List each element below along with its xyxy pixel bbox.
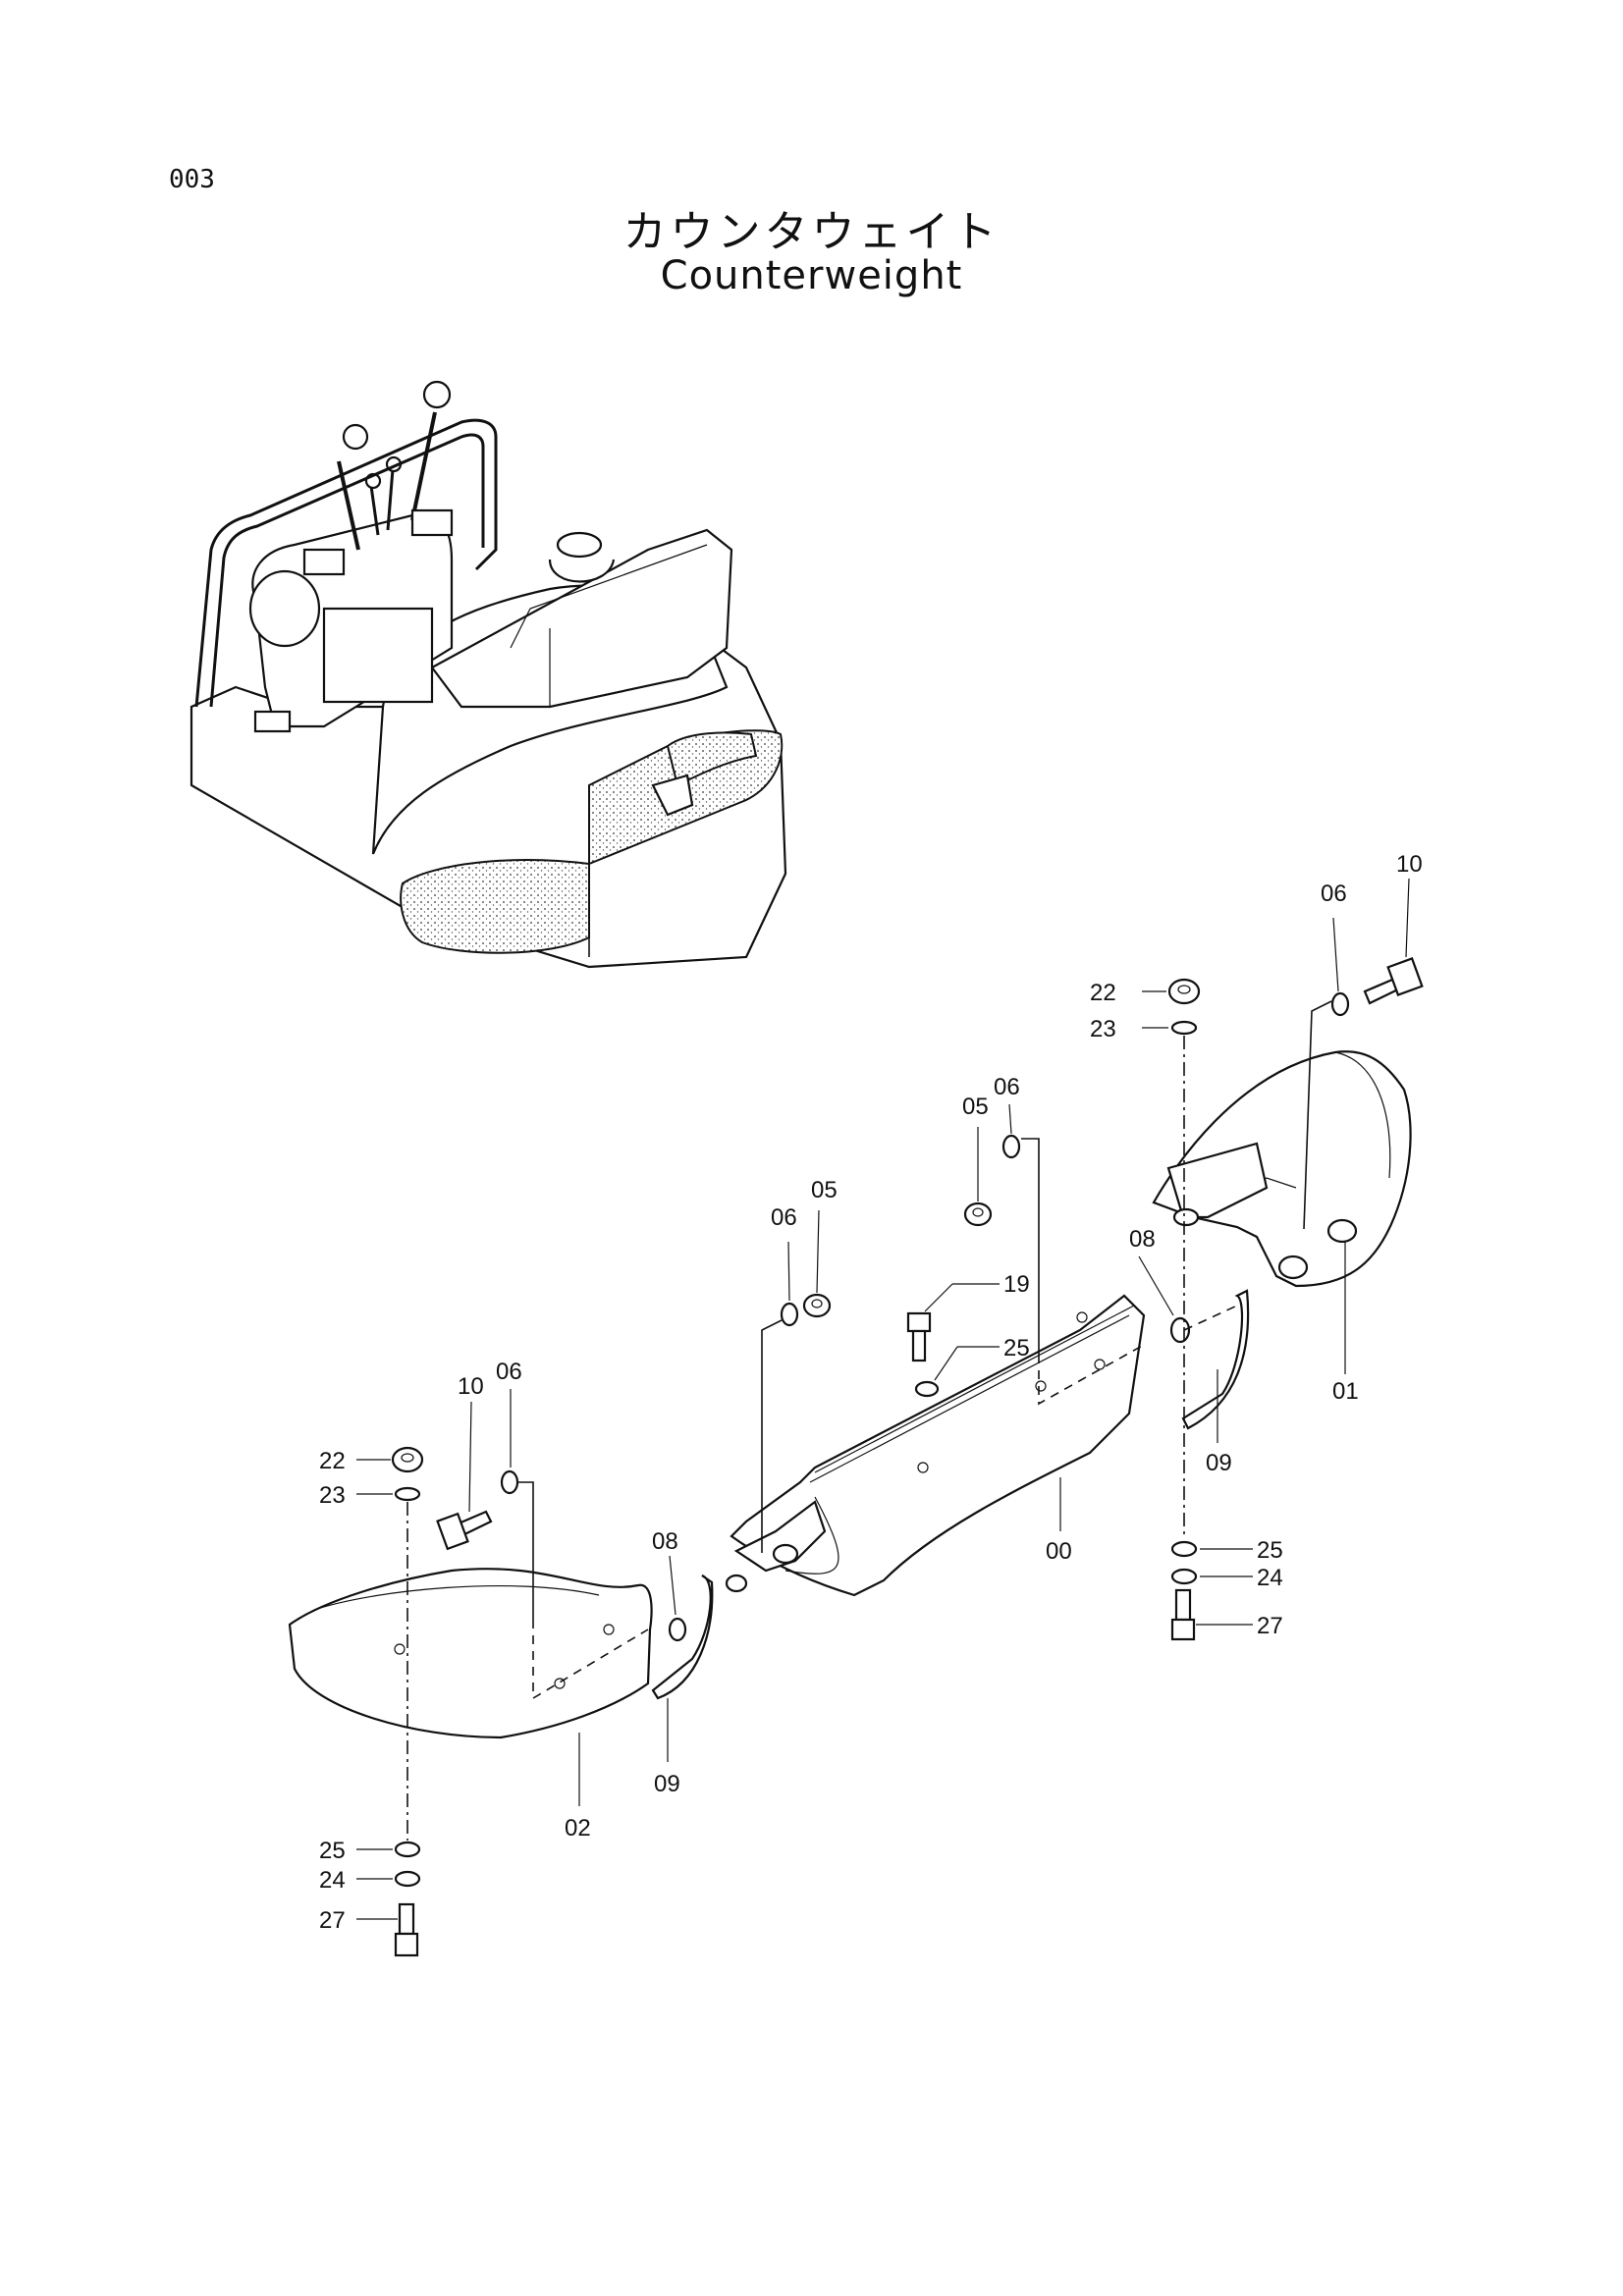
callout-00: 00 [1046, 1538, 1072, 1565]
machine-overview-illustration [189, 380, 787, 969]
washer-23-left [394, 1486, 421, 1502]
leader-lines [356, 878, 1410, 1920]
washer-06-upper [1001, 1134, 1021, 1159]
washer-23-right [1170, 1020, 1198, 1036]
callout-22-right: 22 [1090, 980, 1116, 1006]
bolt-27-right [1170, 1588, 1196, 1641]
title-japanese: カウンタウェイト [622, 207, 1001, 257]
washer-25-left [394, 1841, 421, 1858]
callout-06-left: 06 [496, 1359, 522, 1385]
callout-27-right: 27 [1257, 1613, 1283, 1639]
callout-25-right: 25 [1257, 1537, 1283, 1564]
callout-06-mid: 06 [771, 1204, 797, 1231]
washer-06-left [500, 1469, 519, 1495]
callout-02: 02 [565, 1815, 591, 1842]
washer-06-right [1330, 991, 1350, 1017]
part-02-left-counterweight [288, 1568, 653, 1739]
callout-06-upper: 06 [994, 1074, 1020, 1100]
washer-06-mid [780, 1302, 799, 1327]
callout-05-upper: 05 [962, 1094, 989, 1120]
bolt-10-left [436, 1510, 493, 1551]
callout-22-left: 22 [319, 1448, 346, 1474]
nut-22-left [391, 1446, 424, 1473]
callout-23-left: 23 [319, 1482, 346, 1509]
callout-27-left: 27 [319, 1907, 346, 1934]
washer-24-left [394, 1870, 421, 1888]
callout-09-left: 09 [654, 1771, 680, 1797]
part-00-center-counterweight [725, 1294, 1146, 1597]
callout-10-right: 10 [1396, 851, 1423, 878]
nut-05-upper [963, 1201, 993, 1227]
washer-24-right [1170, 1568, 1198, 1585]
callout-24-right: 24 [1257, 1565, 1283, 1591]
nut-22-right [1167, 978, 1201, 1005]
washer-08-left [668, 1617, 687, 1642]
callout-25-center: 25 [1003, 1335, 1030, 1362]
bolt-10-right [1363, 957, 1424, 1005]
strip-09-right [1181, 1289, 1250, 1430]
callout-08-left: 08 [652, 1528, 678, 1555]
strip-09-left [651, 1574, 714, 1700]
page-number: 003 [169, 165, 215, 194]
callout-24-left: 24 [319, 1867, 346, 1894]
callout-06-right: 06 [1321, 881, 1347, 907]
bolt-19 [906, 1311, 932, 1362]
washer-08-right [1169, 1316, 1191, 1344]
callout-23-right: 23 [1090, 1016, 1116, 1042]
callout-25-left: 25 [319, 1838, 346, 1864]
nut-05-mid [802, 1293, 832, 1318]
washer-25-right [1170, 1540, 1198, 1558]
assembly-lines [406, 1000, 1332, 1841]
callout-09-right: 09 [1206, 1450, 1232, 1476]
title-english: Counterweight [660, 253, 963, 298]
part-01-right-counterweight [1152, 1050, 1412, 1288]
callout-10-left: 10 [458, 1373, 484, 1400]
callout-05-mid: 05 [811, 1177, 838, 1203]
callout-01: 01 [1332, 1378, 1359, 1405]
washer-25-center [914, 1380, 940, 1398]
bolt-27-left [394, 1902, 419, 1957]
callout-08-right: 08 [1129, 1226, 1156, 1253]
callout-19: 19 [1003, 1271, 1030, 1298]
